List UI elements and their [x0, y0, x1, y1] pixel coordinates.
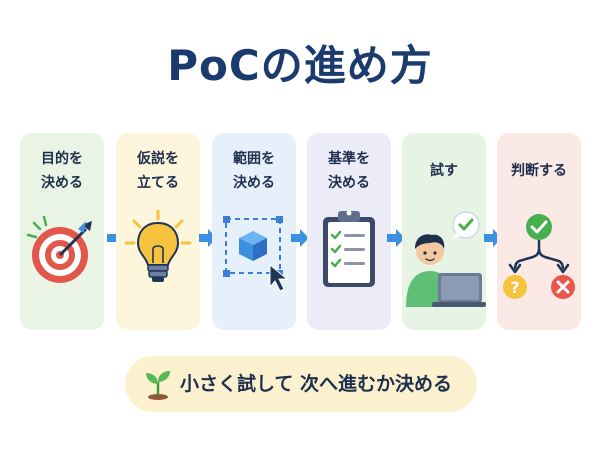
step-label-line2: 立てる — [137, 175, 179, 191]
summary-text: 小さく試して 次へ進むか決める — [180, 373, 453, 395]
step-card-hypothesis: 仮説を 立てる — [116, 133, 200, 330]
step-card-goal: 目的を 決める — [20, 133, 104, 330]
page-title: PoCの進め方 — [167, 41, 433, 90]
sprout-icon — [146, 371, 170, 400]
person-laptop-icon — [406, 211, 486, 307]
step-label-line1: 試す — [430, 163, 458, 179]
question-icon: ? — [503, 275, 527, 299]
step-card-try: 試す — [402, 133, 486, 330]
step-label: 試す — [402, 159, 486, 183]
arrow-right-icon — [387, 229, 405, 247]
step-card-scope: 範囲を 決める — [212, 133, 296, 330]
step-label-line2: 決める — [328, 175, 370, 191]
step-label-line1: 範囲を — [233, 151, 275, 167]
step-label: 範囲を 決める — [212, 147, 296, 195]
checklist-icon — [323, 210, 375, 287]
step-label-line1: 基準を — [328, 151, 370, 167]
step-label: 仮説を 立てる — [116, 147, 200, 195]
svg-text:?: ? — [510, 278, 519, 297]
summary-banner: 小さく試して 次へ進むか決める — [125, 356, 477, 412]
decision-icon: ? — [503, 214, 575, 299]
step-label: 目的を 決める — [20, 147, 104, 195]
step-label-line2: 決める — [233, 175, 275, 191]
step-label-line2: 決める — [41, 175, 83, 191]
step-card-criteria: 基準を 決める — [307, 133, 391, 330]
step-label-line1: 判断する — [511, 163, 567, 179]
step-label: 判断する — [497, 159, 581, 183]
step-label-line1: 目的を — [41, 151, 83, 167]
step-card-decide: 判断する ? — [497, 133, 581, 330]
step-label-line1: 仮説を — [137, 151, 179, 167]
cross-icon — [551, 275, 575, 299]
selection-cube-icon — [223, 216, 289, 292]
lightbulb-icon — [124, 209, 192, 282]
arrow-right-icon — [291, 229, 309, 247]
target-icon — [26, 215, 92, 283]
step-label: 基準を 決める — [307, 147, 391, 195]
